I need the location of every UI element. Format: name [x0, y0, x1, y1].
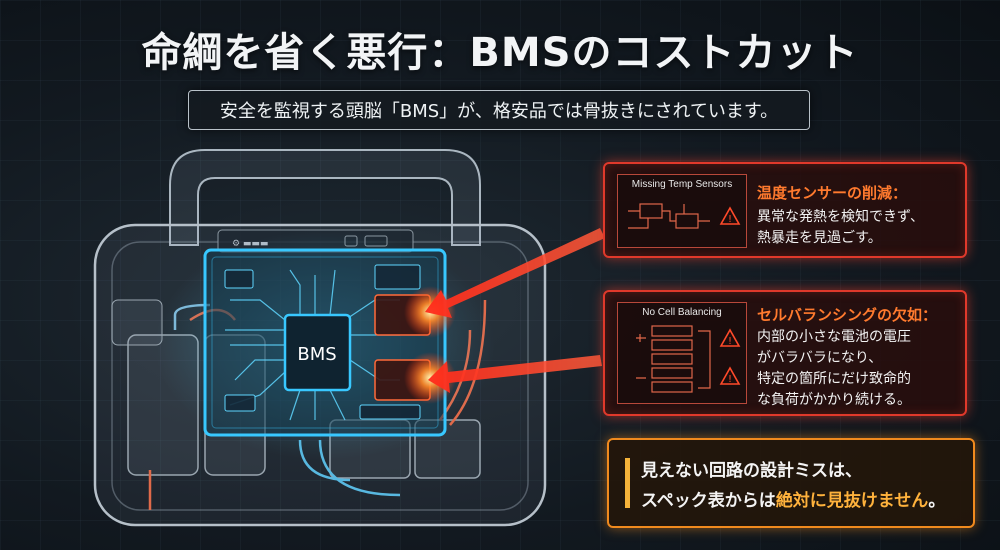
temp-sensor-thumbnail: Missing Temp Sensors ! — [617, 174, 747, 248]
thumbnail-title: Missing Temp Sensors — [631, 179, 733, 190]
note-line-2: スペック表からは絶対に見抜けません。 — [641, 486, 945, 511]
callout-body-line: がバラバラになり、 — [757, 350, 883, 366]
callout-body-line: 熱暴走を見過ごす。 — [757, 230, 882, 246]
note-line-2-prefix: スペック表からは — [641, 491, 776, 511]
note-line-1: 見えない回路の設計ミスは、 — [641, 461, 862, 481]
bms-chip — [283, 313, 352, 392]
svg-text:!: ! — [728, 374, 732, 385]
accent-bar — [625, 458, 630, 508]
battery-pack-icon: ! ! — [636, 325, 741, 393]
thumbnail-title: No Cell Balancing — [642, 307, 722, 318]
arrow-cell-balancing — [428, 355, 602, 393]
callout-body-line: 内部の小さな電池の電圧 — [757, 329, 911, 345]
bms-chip-label: BMS — [297, 344, 336, 365]
note-highlight: 絶対に見抜けません — [775, 491, 929, 511]
arrow-temp-sensors — [425, 228, 605, 318]
callout-heading: セルバランシングの欠如： — [757, 306, 938, 324]
svg-text:!: ! — [728, 336, 732, 347]
callout-body-line: 異常な発熱を検知できず、 — [757, 209, 925, 225]
cell-balancing-thumbnail: No Cell Balancing ! ! — [617, 302, 747, 404]
page-title: 命綱を省く悪行：BMSのコストカット — [141, 30, 859, 76]
callout-body-line: 特定の箇所にだけ致命的 — [757, 371, 911, 387]
callout-body-line: な負荷がかかり続ける。 — [757, 392, 911, 408]
svg-text:!: ! — [728, 214, 732, 225]
note-line-2-suffix: 。 — [928, 491, 946, 511]
circuit-schematic-icon: ! — [628, 203, 741, 229]
callout-temp-sensors: Missing Temp Sensors ! 温度センサーの削減： 異常な発熱を… — [603, 162, 967, 258]
callout-cell-balancing: No Cell Balancing ! ! セルバランシングの欠如： 内部の小さ… — [603, 290, 967, 416]
subtitle-banner: 安全を監視する頭脳「BMS」が、格安品では骨抜きにされています。 — [188, 90, 810, 130]
warning-note: 見えない回路の設計ミスは、 スペック表からは絶対に見抜けません。 — [607, 438, 975, 528]
callout-heading: 温度センサーの削減： — [757, 184, 908, 202]
device-handle — [169, 149, 481, 246]
